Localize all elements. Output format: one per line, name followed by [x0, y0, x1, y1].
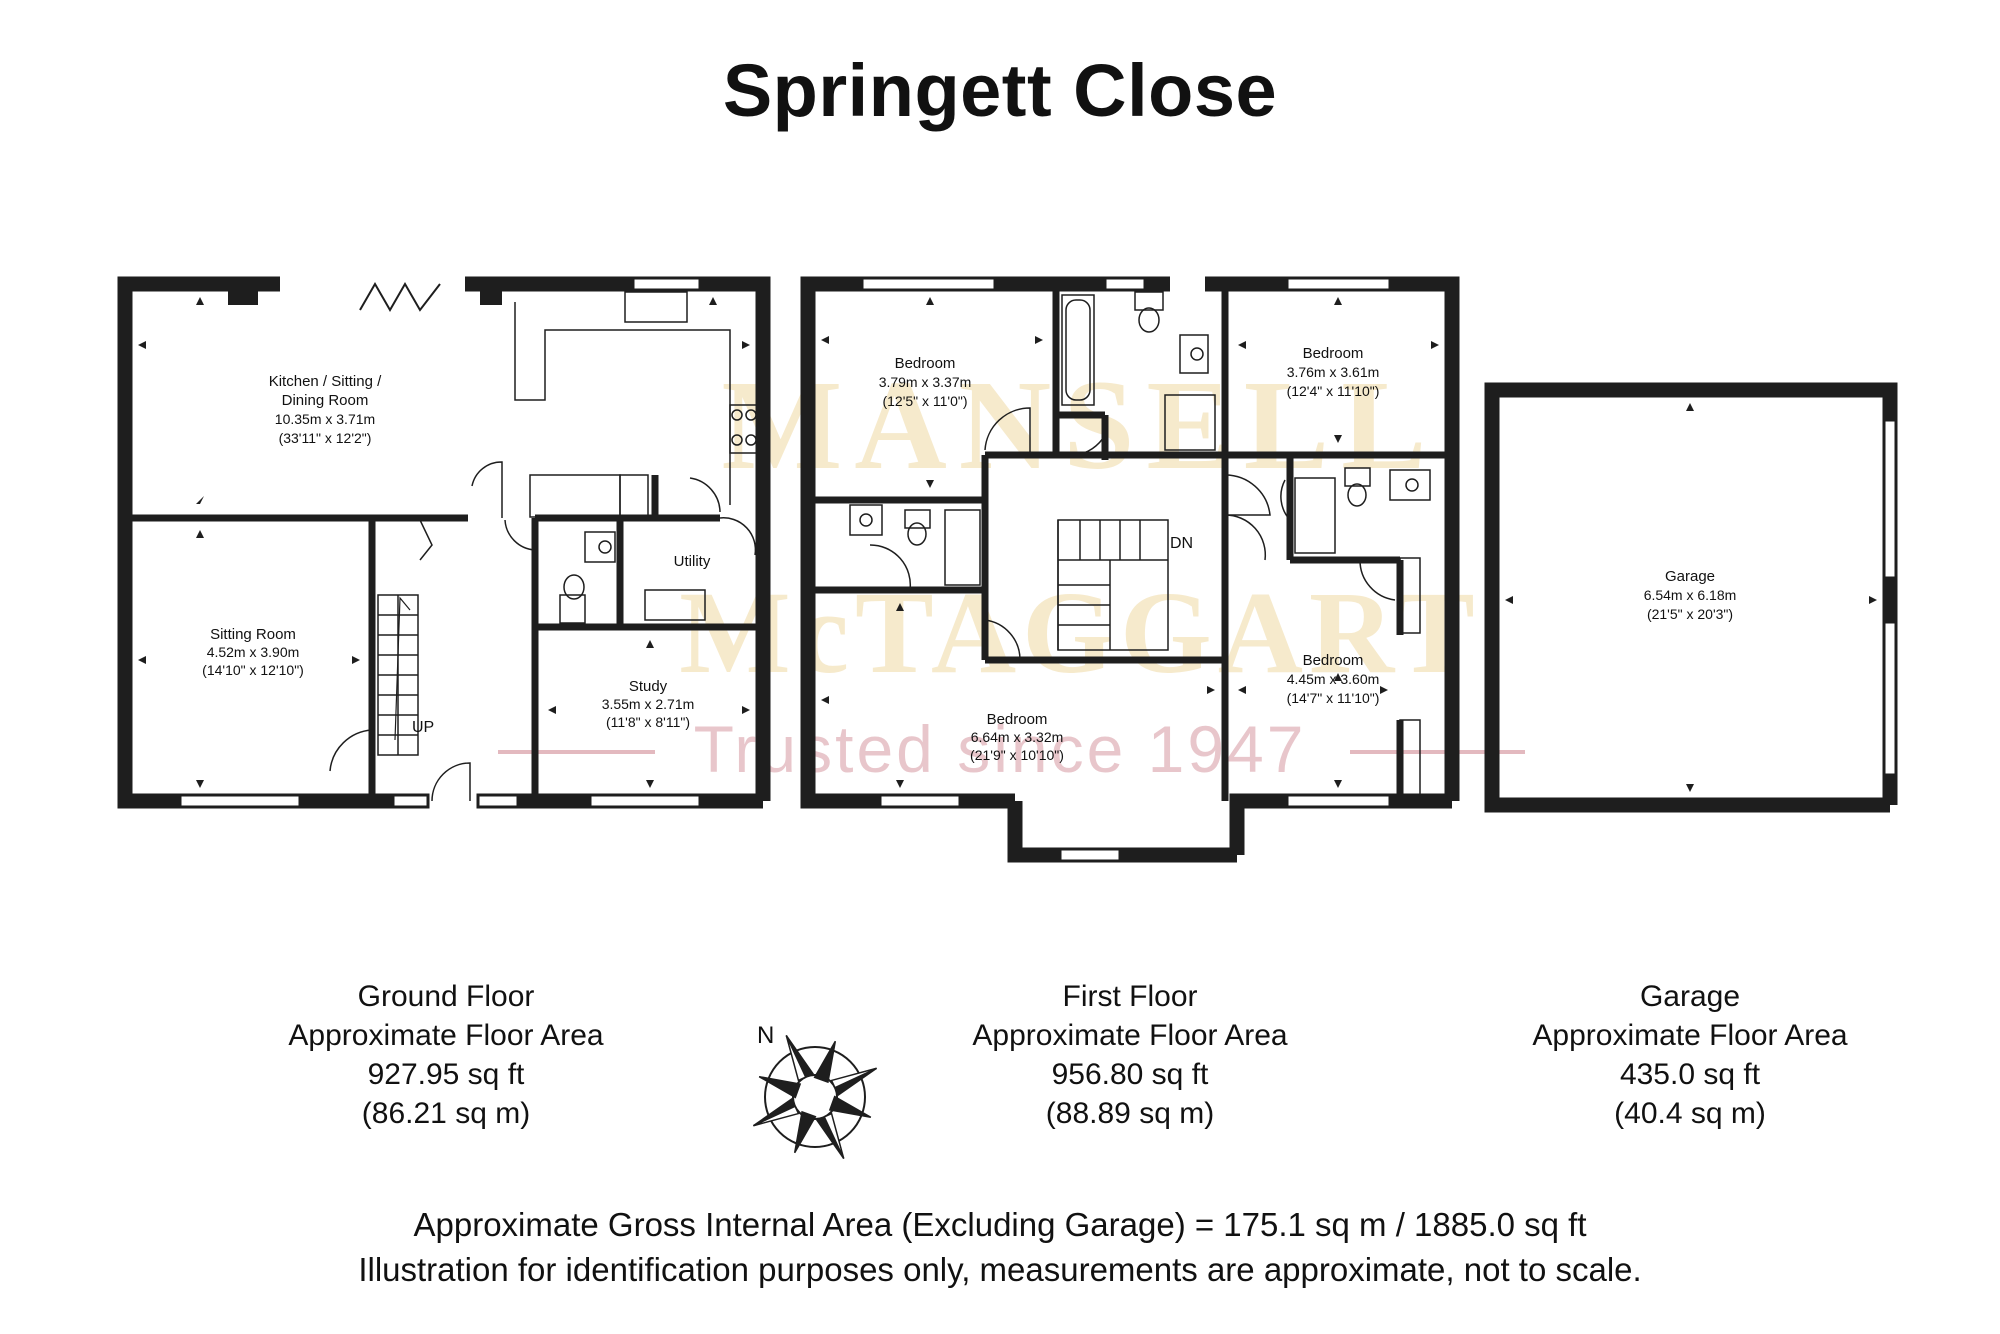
room-label-utility: Utility	[674, 553, 711, 570]
room-name: Dining Room	[282, 392, 369, 409]
floor-area-sqm: (88.89 sq m)	[1045, 1097, 1215, 1130]
room-name: Bedroom	[987, 711, 1048, 728]
garage-plan	[1484, 382, 1898, 813]
gross-area-note: Approximate Gross Internal Area (Excludi…	[413, 1206, 1587, 1243]
room-metric: 3.76m x 3.61m	[1287, 364, 1380, 380]
room-imperial: (12'5" x 11'0")	[882, 393, 967, 409]
disclaimer-note: Illustration for identification purposes…	[358, 1251, 1642, 1288]
room-name: Bedroom	[1303, 345, 1364, 362]
stairs-up-label: UP	[412, 719, 434, 736]
room-label-kitchen: Kitchen / Sitting / Dining Room 10.35m x…	[269, 373, 382, 446]
floor-area-sqft: 956.80 sq ft	[1051, 1058, 1209, 1091]
floor-area-caption: Approximate Floor Area	[1532, 1019, 1848, 1052]
compass-rose-icon: N	[752, 1022, 878, 1160]
room-name: Study	[629, 678, 668, 695]
room-label-bedroom-2: Bedroom 3.76m x 3.61m (12'4" x 11'10")	[1287, 345, 1380, 399]
room-metric: 4.52m x 3.90m	[207, 644, 300, 660]
watermark-line-3: Trusted since 1947	[694, 712, 1307, 786]
room-name: Garage	[1665, 568, 1715, 585]
room-metric: 6.54m x 6.18m	[1644, 587, 1737, 603]
room-label-study: Study 3.55m x 2.71m (11'8" x 8'11")	[602, 678, 695, 730]
floor-area-caption: Approximate Floor Area	[972, 1019, 1288, 1052]
room-imperial: (12'4" x 11'10")	[1287, 383, 1380, 399]
floor-area-sqft: 435.0 sq ft	[1619, 1058, 1761, 1091]
watermark: MANSELL McTAGGART Trusted since 1947	[498, 354, 1525, 786]
room-imperial: (33'11" x 12'2")	[279, 430, 372, 446]
room-imperial: (21'9" x 10'10")	[970, 747, 1064, 763]
room-metric: 4.45m x 3.60m	[1287, 671, 1380, 687]
floor-area-caption: Approximate Floor Area	[288, 1019, 604, 1052]
first-floor-area: First Floor Approximate Floor Area 956.8…	[870, 977, 1390, 1133]
room-imperial: (21'5" x 20'3")	[1647, 606, 1733, 622]
room-metric: 10.35m x 3.71m	[275, 411, 375, 427]
room-metric: 3.55m x 2.71m	[602, 696, 695, 712]
floor-name: Garage	[1639, 980, 1741, 1013]
room-label-bedroom-1: Bedroom 3.79m x 3.37m (12'5" x 11'0")	[879, 355, 972, 409]
floor-name: First Floor	[1062, 980, 1198, 1013]
floor-area-sqm: (86.21 sq m)	[361, 1097, 531, 1130]
stairs-down-label: DN	[1170, 535, 1193, 552]
room-labels: Kitchen / Sitting / Dining Room 10.35m x…	[202, 345, 1736, 763]
room-label-bedroom-3: Bedroom 6.64m x 3.32m (21'9" x 10'10")	[970, 711, 1064, 763]
room-name: Bedroom	[895, 355, 956, 372]
room-imperial: (14'10" x 12'10")	[202, 662, 304, 678]
room-label-bedroom-4: Bedroom 4.45m x 3.60m (14'7" x 11'10")	[1287, 652, 1380, 706]
floor-name: Ground Floor	[357, 980, 535, 1013]
room-metric: 3.79m x 3.37m	[879, 374, 972, 390]
compass-north-label: N	[757, 1022, 774, 1049]
ground-floor-area: Ground Floor Approximate Floor Area 927.…	[186, 977, 706, 1133]
garage-area: Garage Approximate Floor Area 435.0 sq f…	[1430, 977, 1950, 1133]
room-imperial: (14'7" x 11'10")	[1287, 690, 1380, 706]
watermark-line-1: MANSELL	[722, 354, 1439, 496]
room-metric: 6.64m x 3.32m	[971, 729, 1064, 745]
dimension-markers	[138, 297, 1877, 792]
floor-area-sqm: (40.4 sq m)	[1614, 1097, 1766, 1130]
floor-area-sqft: 927.95 sq ft	[367, 1058, 525, 1091]
room-label-garage: Garage 6.54m x 6.18m (21'5" x 20'3")	[1644, 568, 1737, 622]
room-name: Sitting Room	[210, 626, 296, 643]
room-label-sitting-room: Sitting Room 4.52m x 3.90m (14'10" x 12'…	[202, 626, 304, 678]
ground-floor-plan: UP	[117, 276, 771, 809]
first-floor-plan: DN	[800, 276, 1460, 863]
page-title: Springett Close	[722, 49, 1278, 132]
room-imperial: (11'8" x 8'11")	[606, 714, 690, 730]
room-name: Kitchen / Sitting /	[269, 373, 382, 390]
room-name: Utility	[674, 553, 711, 570]
room-name: Bedroom	[1303, 652, 1364, 669]
